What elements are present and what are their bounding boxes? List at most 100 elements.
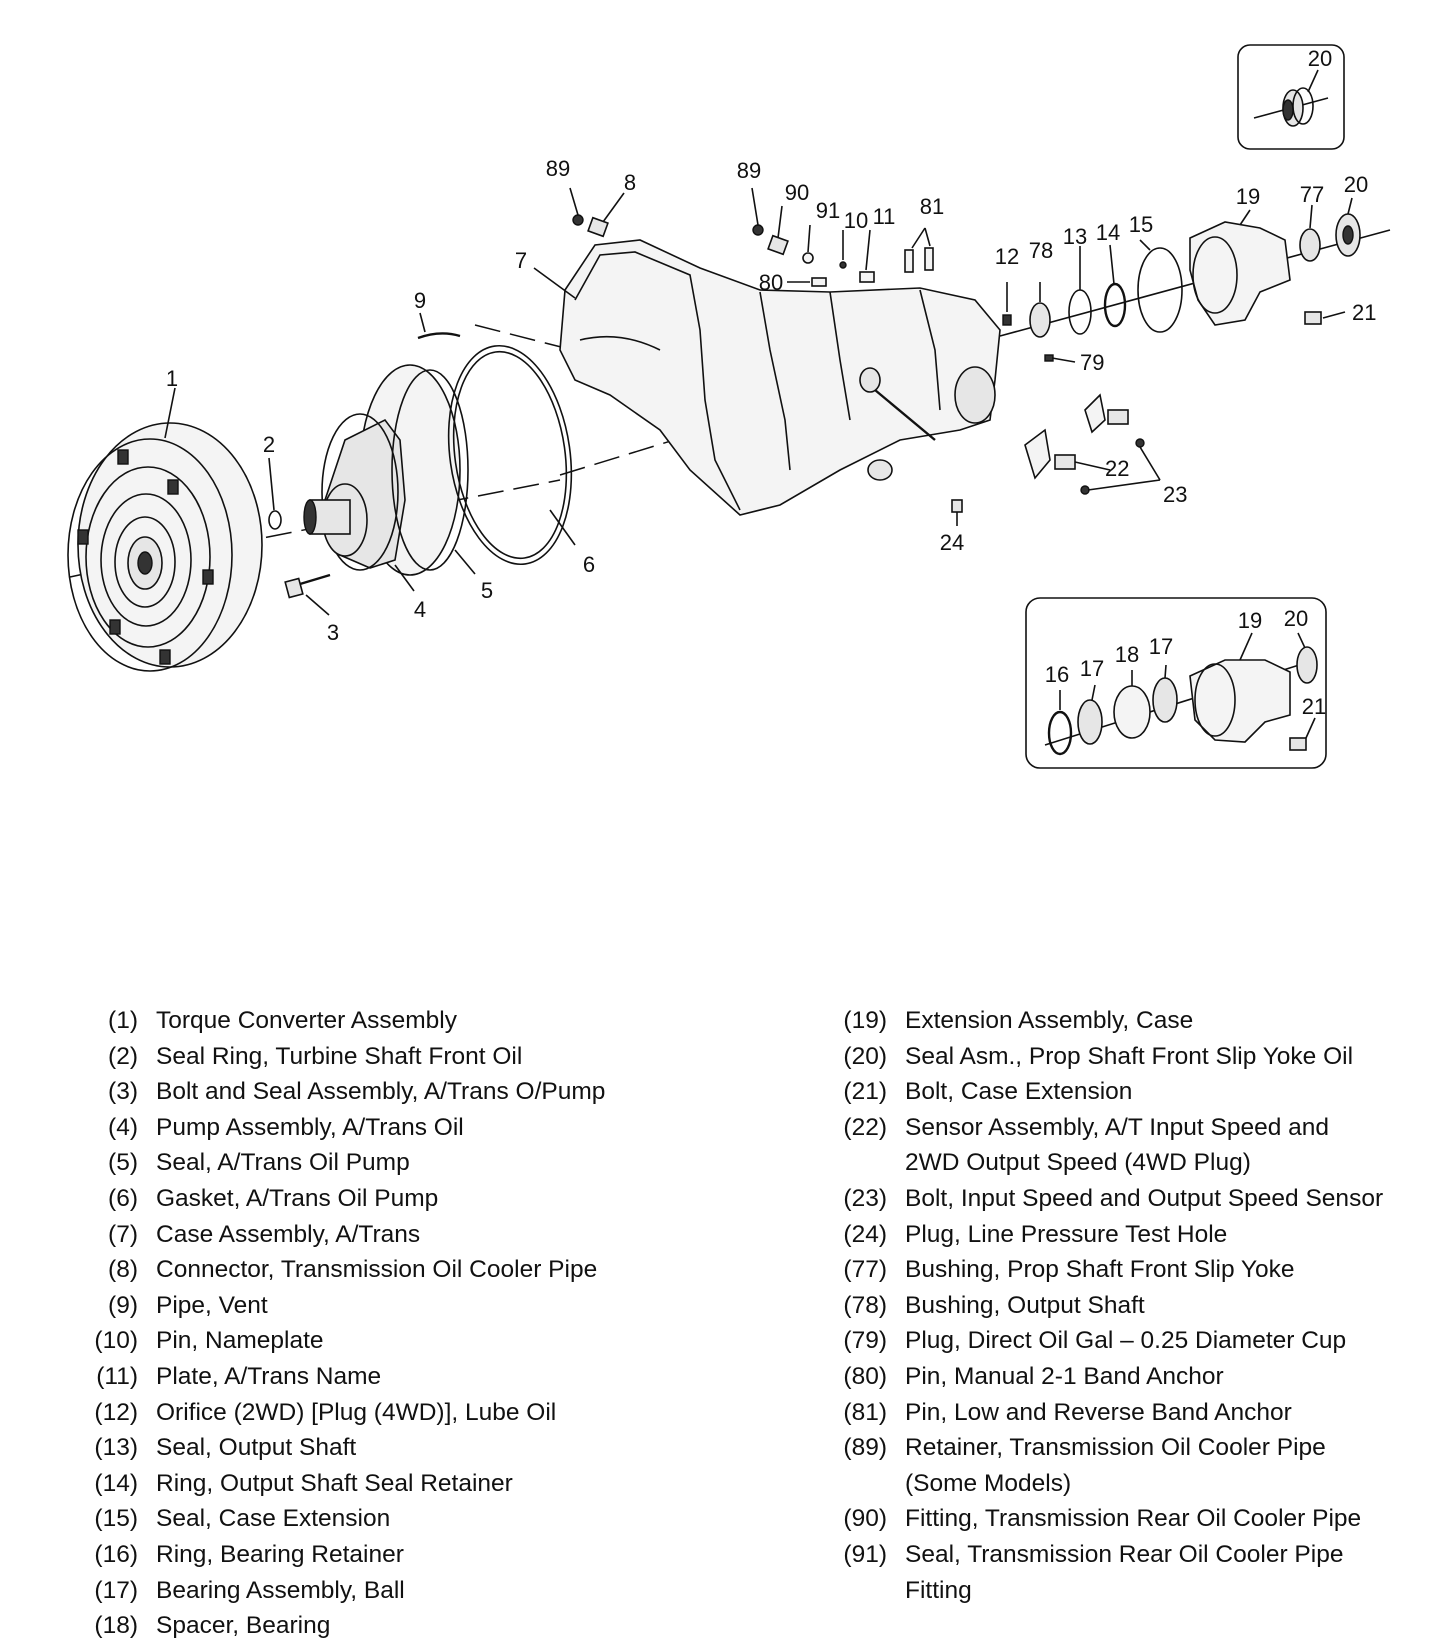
legend-item: (9) Pipe, Vent: [66, 1288, 706, 1324]
callout-4: 4: [414, 597, 426, 622]
legend-item-label: Seal, A/Trans Oil Pump: [156, 1149, 410, 1177]
legend-item: (89) Retainer, Transmission Oil Cooler Pi…: [815, 1430, 1455, 1501]
inset-callout-17b: 17: [1149, 634, 1173, 659]
legend-item-label: Pipe, Vent: [156, 1291, 268, 1319]
legend-item-number: (23): [843, 1184, 887, 1212]
legend-item: (22)Sensor Assembly, A/T Input Speed and…: [815, 1110, 1455, 1181]
legend-item-number: (1): [108, 1007, 138, 1034]
legend-item-label: Gasket, A/Trans Oil Pump: [156, 1184, 439, 1212]
legend-item-number: (16): [94, 1540, 138, 1568]
legend-item: (78) Bushing, Output Shaft: [815, 1288, 1455, 1324]
callout-78: 78: [1029, 238, 1053, 263]
callout-79: 79: [1080, 350, 1104, 375]
legend-item-label: Plate, A/Trans Name: [156, 1362, 382, 1390]
legend-item: (4) Pump Assembly, A/Trans Oil: [66, 1110, 706, 1146]
legend-item-label: Extension Assembly, Case: [905, 1007, 1194, 1034]
vent-pipe: [417, 332, 461, 340]
legend-item-label: Bushing, Prop Shaft Front Slip Yoke: [905, 1256, 1295, 1284]
callout-8: 8: [624, 170, 636, 195]
legend-item-label: Seal, Output Shaft: [156, 1434, 357, 1462]
legend-item-number: (2): [108, 1042, 138, 1070]
legend-item-label: Connector, Transmission Oil Cooler Pipe: [156, 1256, 598, 1284]
callout-22: 22: [1105, 456, 1129, 481]
callout-19: 19: [1236, 184, 1260, 209]
legend-item-number: (91): [843, 1540, 887, 1568]
legend-item-label: Orifice (2WD) [Plug (4WD)], Lube Oil: [156, 1398, 557, 1426]
legend-item-number: (90): [843, 1505, 887, 1533]
legend-item: (7)Case Assembly, A/Trans: [66, 1217, 706, 1253]
legend-item: (16)Ring, Bearing Retainer: [66, 1537, 706, 1573]
legend-item-number: (20): [843, 1042, 887, 1070]
legend-item-number: (13): [94, 1434, 138, 1462]
legend-item-label: Fitting, Transmission Rear Oil Cooler Pi…: [905, 1505, 1362, 1533]
callout-24: 24: [940, 530, 964, 555]
legend-item-label: Pin, Nameplate: [156, 1327, 324, 1355]
legend-item: (23)Bolt, Input Speed and Output Speed S…: [815, 1181, 1455, 1217]
legend-item-number: (8): [108, 1256, 138, 1284]
legend-item-number: (22): [843, 1113, 887, 1141]
legend-item-number: (9): [108, 1291, 138, 1319]
leader-lines: [164, 187, 1353, 616]
oil-pump: [303, 364, 469, 576]
legend-item: (5) Seal, A/Trans Oil Pump: [66, 1145, 706, 1181]
legend-item-number: (78): [843, 1291, 887, 1319]
legend-item-number: (24): [843, 1220, 887, 1248]
seal-ring-part: [268, 510, 282, 530]
legend-item-number: (77): [843, 1256, 887, 1284]
callout-80: 80: [759, 270, 783, 295]
legend-item-label: Seal Asm., Prop Shaft Front Slip Yoke Oi…: [905, 1042, 1354, 1070]
legend-item: (17) Bearing Assembly, Ball: [66, 1573, 706, 1609]
legend-item-label: Seal Ring, Turbine Shaft Front Oil: [156, 1042, 523, 1070]
legend-item-number: (15): [94, 1505, 138, 1533]
callout-5: 5: [481, 578, 493, 603]
legend-item: (13) Seal, Output Shaft: [66, 1430, 706, 1466]
legend-item: (14) Ring, Output Shaft Seal Retainer: [66, 1466, 706, 1502]
callout-89b: 89: [737, 158, 761, 183]
legend-item-label: Ring, Output Shaft Seal Retainer: [156, 1469, 513, 1497]
case-extension: [1189, 213, 1361, 326]
legend-item-label: Retainer, Transmission Oil Cooler Pipe (…: [905, 1434, 1326, 1497]
legend-item-number: (4): [108, 1113, 138, 1141]
callout-89a: 89: [546, 156, 570, 181]
legend-item-number: (80): [843, 1362, 887, 1390]
inset-callout-18: 18: [1115, 642, 1139, 667]
legend-item-label: Bushing, Output Shaft: [905, 1291, 1145, 1319]
legend-item-number: (5): [108, 1149, 138, 1177]
legend-item: (19)Extension Assembly, Case: [815, 1003, 1455, 1039]
legend-item-number: (3): [108, 1078, 138, 1106]
legend-item: (77) Bushing, Prop Shaft Front Slip Yoke: [815, 1252, 1455, 1288]
callout-1: 1: [166, 366, 178, 391]
legend-item-number: (12): [94, 1398, 138, 1426]
callout-81: 81: [920, 194, 944, 219]
inset-callout-17a: 17: [1080, 656, 1104, 681]
callout-labels: 1 2 3 4 5 6 7 8 9 89 89 90 91 10 11 80 8…: [166, 46, 1377, 719]
inset-callout-20: 20: [1308, 46, 1332, 71]
legend-item-label: Pump Assembly, A/Trans Oil: [156, 1113, 464, 1141]
callout-15: 15: [1129, 212, 1153, 237]
cooler-fittings: [572, 214, 934, 287]
callout-21: 21: [1352, 300, 1376, 325]
legend-item-number: (17): [94, 1576, 138, 1604]
legend-item-number: (10): [94, 1327, 138, 1355]
inset-4wd-detail: [1025, 597, 1327, 769]
pump-gasket: [447, 344, 573, 566]
legend-item: (18)Spacer, Bearing: [66, 1608, 706, 1644]
legend-item-label: Plug, Line Pressure Test Hole: [905, 1220, 1228, 1248]
callout-3: 3: [327, 620, 339, 645]
legend-item-number: (14): [94, 1469, 138, 1497]
legend-item: (3)Bolt and Seal Assembly, A/Trans O/Pum…: [66, 1074, 706, 1110]
legend-item: (20) Seal Asm., Prop Shaft Front Slip Yok…: [815, 1039, 1455, 1075]
output-seals: [1002, 247, 1183, 338]
legend-item-label: Bearing Assembly, Ball: [156, 1576, 405, 1604]
callout-20: 20: [1344, 172, 1368, 197]
legend-item-number: (81): [843, 1398, 887, 1426]
callout-23: 23: [1163, 482, 1187, 507]
legend-item: (24) Plug, Line Pressure Test Hole: [815, 1217, 1455, 1253]
legend-item-label: Pin, Manual 2-1 Band Anchor: [905, 1362, 1224, 1390]
legend-item: (91)Seal, Transmission Rear Oil Cooler P…: [815, 1537, 1455, 1608]
legend-item-label: Pin, Low and Reverse Band Anchor: [905, 1398, 1292, 1426]
exploded-view-diagram: 1 2 3 4 5 6 7 8 9 89 89 90 91 10 11 80 8…: [67, 44, 1391, 769]
legend-item-number: (89): [843, 1434, 887, 1462]
legend-item-label: Case Assembly, A/Trans: [156, 1220, 421, 1248]
legend-item: (2) Seal Ring, Turbine Shaft Front Oil: [66, 1039, 706, 1075]
